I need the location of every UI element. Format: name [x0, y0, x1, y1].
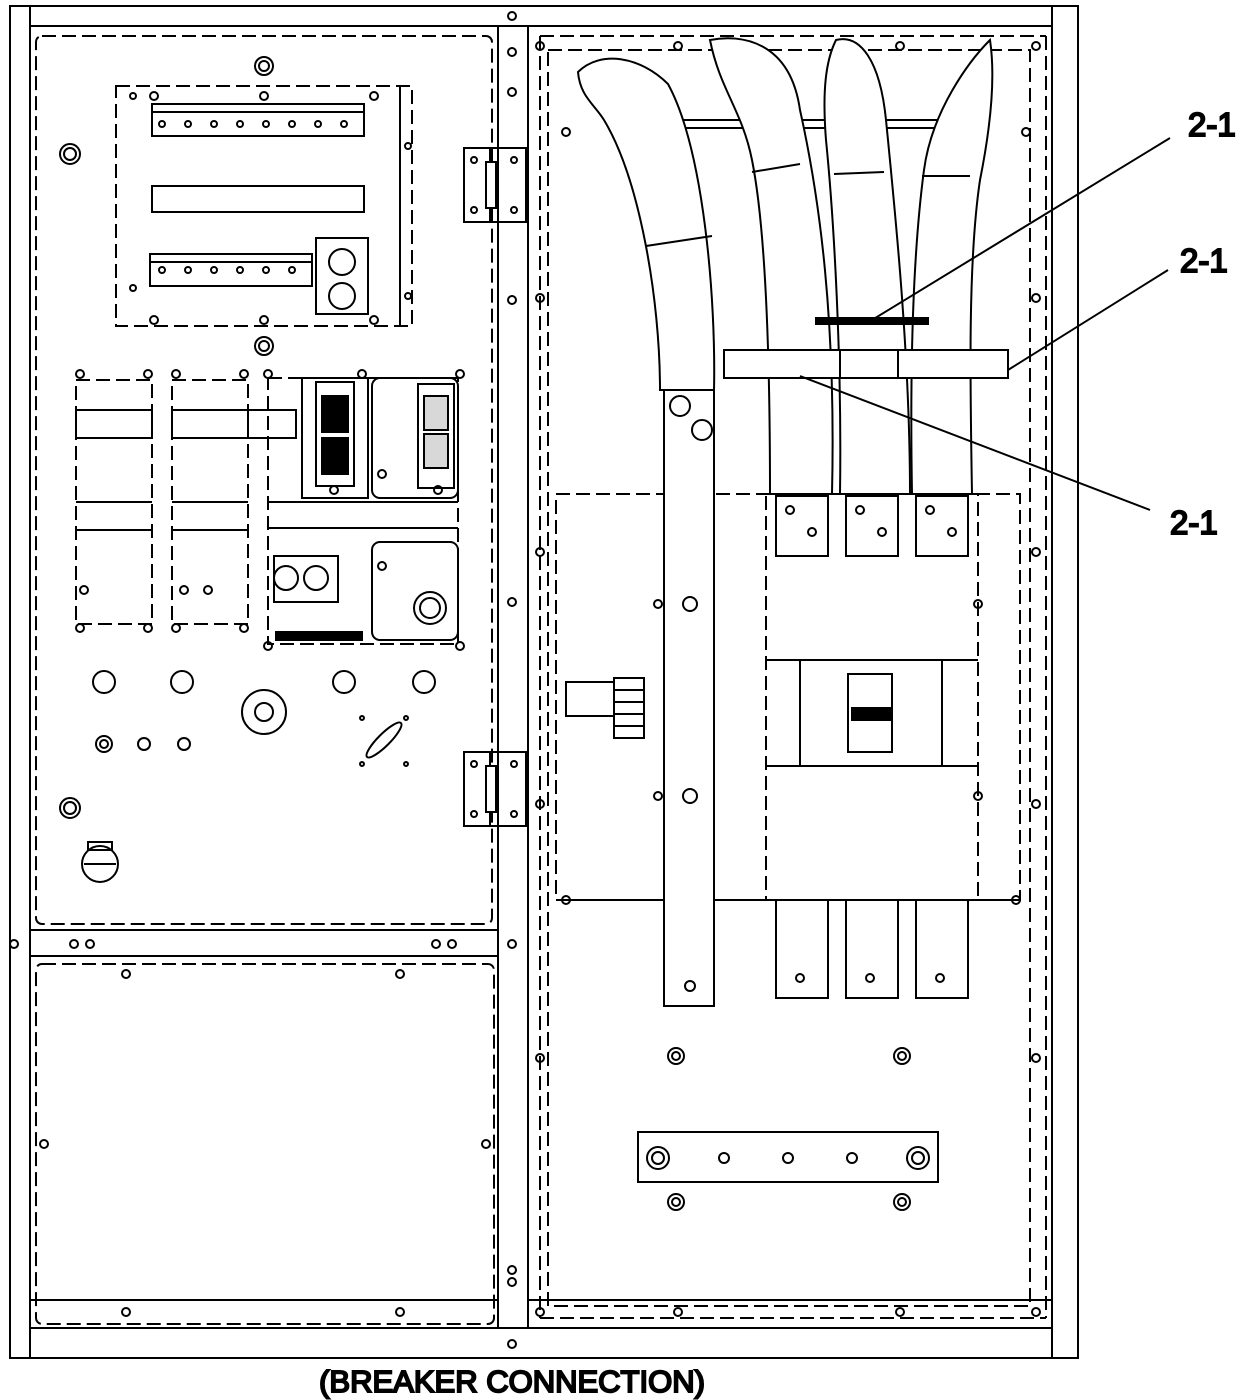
terminal-block-module [115, 85, 413, 327]
callout-bottom: 2-1 [1170, 504, 1218, 541]
door-hinges [463, 147, 527, 827]
cabinet-frame [9, 5, 1079, 1359]
power-cables [576, 37, 994, 495]
callout-middle: 2-1 [1180, 242, 1228, 279]
breaker-compartment [539, 35, 1047, 1319]
figure-caption: (BREAKER CONNECTION) [319, 1364, 705, 1399]
bus-bars [637, 389, 969, 1183]
panel-indicators [81, 670, 436, 883]
lower-cover-plate [35, 963, 495, 1325]
fasteners [9, 11, 1041, 1349]
callout-leaders [799, 137, 1171, 511]
control-panel [35, 35, 493, 925]
callout-top: 2-1 [1188, 106, 1236, 143]
cable-ties [723, 317, 1009, 379]
relay-modules [75, 377, 459, 645]
